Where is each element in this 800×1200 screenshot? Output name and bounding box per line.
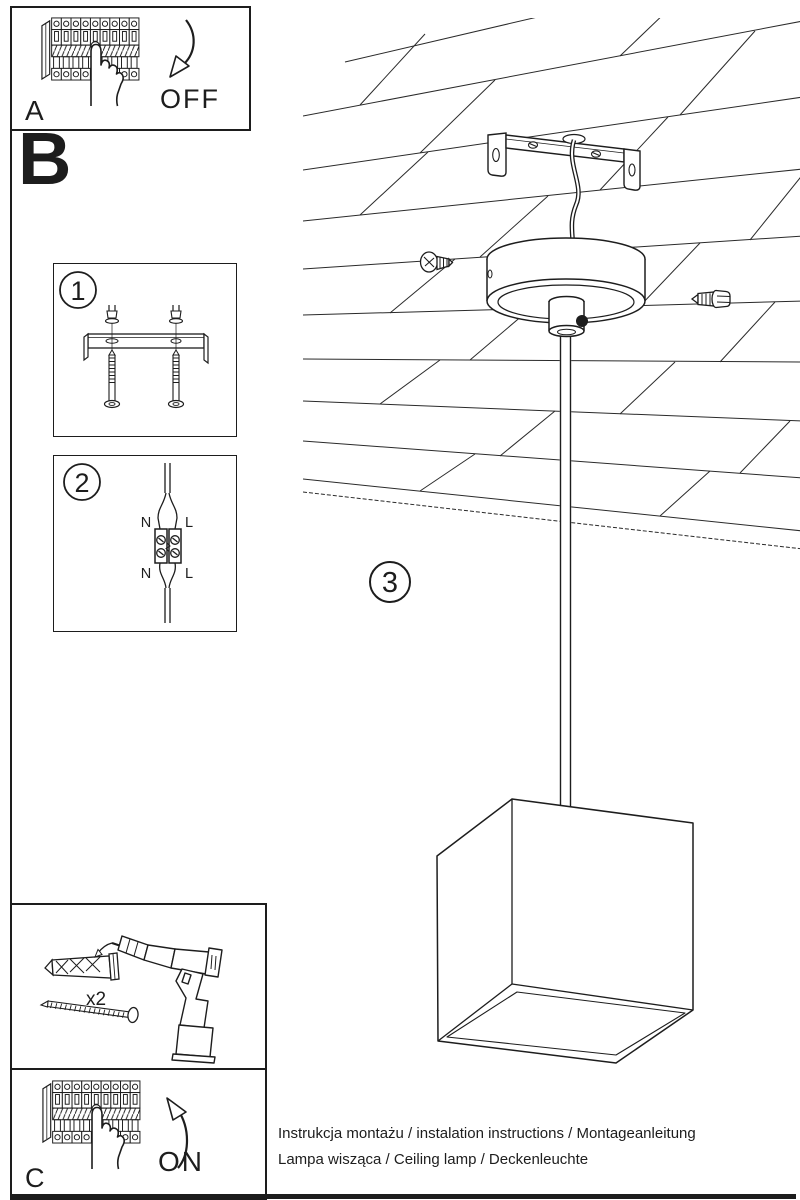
bracket-screw-icon xyxy=(590,150,602,158)
set-screw-icon xyxy=(576,315,588,327)
mounting-bracket-icon xyxy=(487,132,641,191)
panel-c-label: C xyxy=(25,1163,45,1193)
wiring-diagram-icon xyxy=(154,463,182,623)
terminal-n-in-label: N xyxy=(141,515,151,531)
breaker-on-illustration: C ON xyxy=(25,1070,204,1193)
step-1-illustration: 1 xyxy=(59,271,209,409)
tools-illustration: x2 xyxy=(39,935,223,1064)
terminal-l-in-label: L xyxy=(185,515,193,531)
mounting-screw-icon xyxy=(103,304,121,409)
section-b-label: B xyxy=(18,117,72,200)
left-border-line xyxy=(10,127,12,905)
wood-screw-icon xyxy=(39,1000,139,1024)
footer-product-line: Lampa wisząca / Ceiling lamp / Deckenleu… xyxy=(278,1151,589,1168)
step-1-number: 1 xyxy=(70,276,85,306)
breaker-off-illustration: A OFF xyxy=(25,8,220,125)
step-3-label: 3 xyxy=(382,567,398,599)
wall-anchor-icon xyxy=(44,942,120,981)
canopy-icon xyxy=(486,237,646,338)
tools-box: x2 xyxy=(10,903,267,1072)
cube-opening-rim-icon xyxy=(446,991,686,1056)
anchor-quantity-label: x2 xyxy=(86,989,106,1010)
canopy-screw-right-icon xyxy=(690,289,731,309)
terminal-l-out-label: L xyxy=(185,566,193,582)
terminal-n-out-label: N xyxy=(141,566,151,582)
step-1-box: 1 xyxy=(53,263,237,437)
panel-a-label: A xyxy=(25,95,44,125)
step-2-illustration: 2 N L N L xyxy=(63,463,193,623)
panel-a-box: A OFF xyxy=(10,6,251,131)
mounting-screw-icon xyxy=(167,304,185,409)
power-cable-icon xyxy=(569,139,581,246)
step-2-number: 2 xyxy=(74,468,89,498)
cube-shade-icon xyxy=(436,798,694,1064)
step-3-ceiling-lamp-drawing: 3 xyxy=(303,18,800,1064)
footer-rule xyxy=(10,1194,796,1199)
switch-on-label: ON xyxy=(158,1146,204,1177)
drill-icon xyxy=(111,935,223,1064)
canopy-stem-icon xyxy=(548,295,588,338)
suspension-rod-icon xyxy=(559,330,572,810)
step-2-box: 2 N L N L xyxy=(53,455,237,632)
footer-caption: Instrukcja montażu / instalation instruc… xyxy=(278,1121,696,1173)
bracket-screw-icon xyxy=(527,141,539,149)
panel-c-box: C ON xyxy=(10,1068,267,1200)
canopy-screw-left-icon xyxy=(419,251,454,273)
arrow-up-icon xyxy=(166,1097,188,1169)
canopy-side-hole-icon xyxy=(487,269,493,279)
arrow-down-icon xyxy=(169,19,195,78)
switch-off-label: OFF xyxy=(160,84,220,114)
footer-title-line: Instrukcja montażu / instalation instruc… xyxy=(278,1125,696,1142)
step-3-number: 3 xyxy=(369,561,411,603)
bracket-front-view-icon xyxy=(83,332,209,365)
